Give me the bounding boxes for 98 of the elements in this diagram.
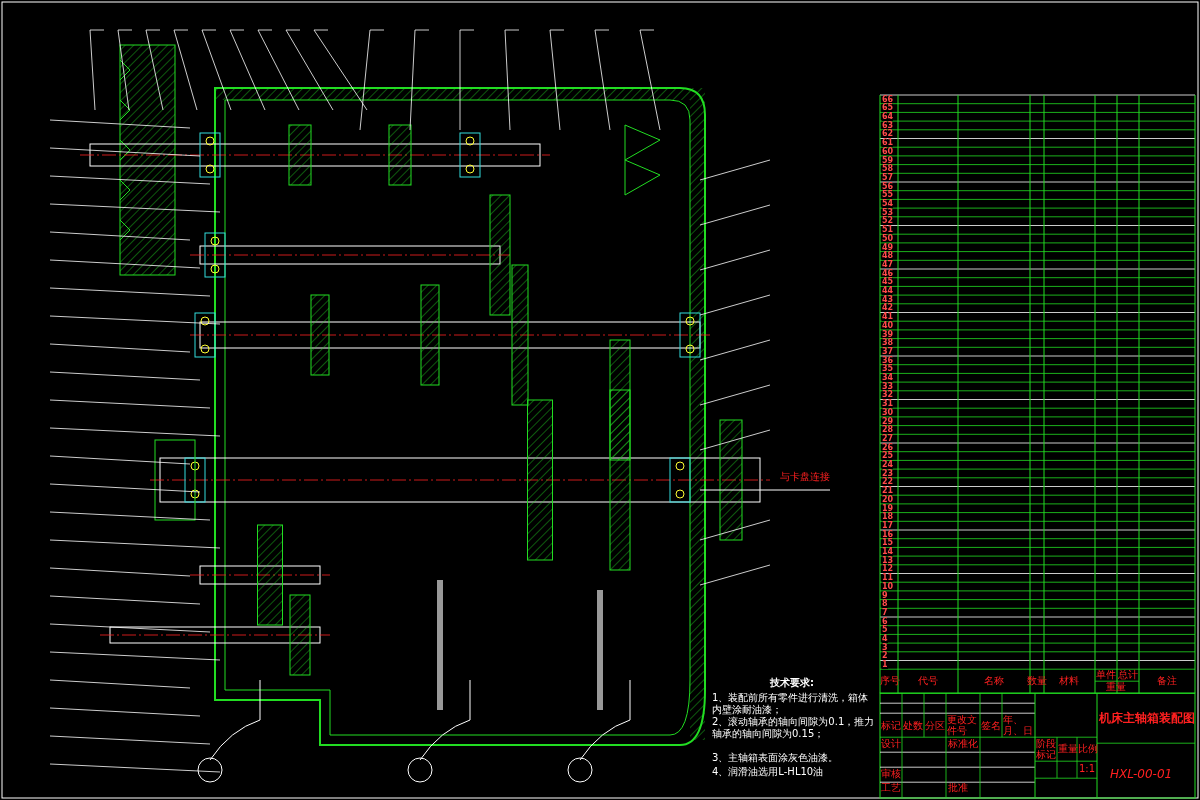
- table-cell: 17: [882, 521, 894, 530]
- table-cell: 25: [882, 452, 894, 460]
- title-block-cell: 处数: [903, 720, 924, 732]
- title-block-cell: 标记: [881, 720, 902, 732]
- table-cell: 40: [882, 321, 894, 330]
- table-cell: 28: [882, 426, 894, 434]
- table-header: 单件: [1096, 670, 1116, 681]
- table-cell: 60: [882, 147, 894, 156]
- table-cell: 52: [882, 217, 894, 225]
- title-block-cell: 阶段标记: [1036, 738, 1057, 761]
- table-cell: 9: [882, 591, 888, 599]
- table-cell: 31: [882, 400, 894, 408]
- table-cell: 22: [882, 478, 894, 486]
- note-text: 2、滚动轴承的轴向间隙为0.1，推力轴承的轴向间隙为0.15；: [712, 716, 876, 739]
- table-header: 总计: [1118, 670, 1138, 681]
- title-block-cell: 签名: [981, 720, 1002, 732]
- table-cell: 16: [882, 530, 894, 539]
- table-header: 数量: [1027, 676, 1047, 687]
- table-cell: 47: [882, 260, 894, 269]
- table-cell: 58: [882, 165, 894, 173]
- title-block-cell: 年、月、日: [1003, 714, 1034, 737]
- table-cell: 65: [882, 104, 894, 112]
- table-cell: 6: [882, 617, 888, 626]
- title-block-cell: 审核: [881, 769, 901, 780]
- table-cell: 59: [882, 156, 894, 164]
- table-cell: 29: [882, 417, 894, 425]
- table-cell: 3: [882, 643, 888, 652]
- table-cell: 44: [882, 287, 894, 295]
- table-cell: 46: [882, 269, 894, 278]
- table-cell: 26: [882, 443, 894, 452]
- table-cell: 34: [882, 374, 894, 382]
- table-cell: 42: [882, 304, 894, 312]
- table-cell: 14: [882, 548, 894, 556]
- table-cell: 33: [882, 382, 894, 391]
- table-header: 备注: [1157, 676, 1177, 687]
- table-header: 重量: [1106, 682, 1126, 693]
- table-cell: 13: [882, 556, 894, 565]
- title-block-cell: 1:1: [1079, 764, 1096, 775]
- title-block-cell: 设计: [881, 739, 901, 750]
- table-cell: 23: [882, 469, 894, 478]
- note-text: 3、主轴箱表面涂灰色油漆。: [712, 752, 840, 764]
- title-block-cell: 标准化: [948, 739, 978, 750]
- title-block-cell: 比例: [1078, 744, 1098, 755]
- table-cell: 50: [882, 234, 894, 243]
- table-cell: 2: [882, 652, 888, 660]
- table-cell: 53: [882, 208, 894, 217]
- table-cell: 35: [882, 365, 894, 373]
- table-cell: 51: [882, 226, 894, 234]
- annotation-text: 与卡盘连接: [780, 472, 830, 482]
- table-cell: 39: [882, 330, 894, 338]
- table-cell: 38: [882, 339, 894, 347]
- drawing-number: HXL-00-01: [1110, 768, 1173, 781]
- title-block-cell: 工艺: [881, 783, 901, 794]
- note-text: 1、装配前所有零件进行清洗，箱体内壁涂耐油漆；: [712, 692, 870, 715]
- table-cell: 54: [882, 200, 894, 208]
- table-cell: 5: [882, 626, 888, 634]
- table-cell: 20: [882, 495, 894, 504]
- table-cell: 27: [882, 434, 894, 443]
- table-header: 材料: [1059, 676, 1079, 687]
- table-cell: 66: [882, 95, 894, 104]
- table-cell: 19: [882, 504, 894, 512]
- table-cell: 56: [882, 182, 894, 191]
- table-cell: 41: [882, 313, 894, 321]
- table-cell: 62: [882, 130, 894, 138]
- note-text: 4、润滑油选用L-HL10油: [712, 766, 825, 778]
- title-block-cell-text: 更改文件号: [947, 714, 978, 737]
- table-cell: 18: [882, 513, 894, 521]
- table-cell: 45: [882, 278, 894, 286]
- title-block-cell: 批准: [948, 783, 968, 794]
- table-cell: 36: [882, 356, 894, 365]
- table-cell: 15: [882, 539, 894, 547]
- table-cell: 63: [882, 121, 894, 130]
- drawing-title: 机床主轴箱装配图: [1099, 712, 1195, 725]
- table-cell: 61: [882, 139, 894, 147]
- table-cell: 48: [882, 252, 894, 260]
- table-cell: 49: [882, 243, 894, 251]
- table-cell: 55: [882, 191, 894, 199]
- table-cell: 32: [882, 391, 894, 399]
- table-cell: 24: [882, 461, 894, 469]
- table-cell: 43: [882, 295, 894, 304]
- table-cell: 8: [882, 600, 888, 608]
- table-cell: 10: [882, 582, 894, 591]
- table-cell: 30: [882, 408, 894, 417]
- title-block-cell: 重量: [1058, 744, 1078, 755]
- table-cell: 12: [882, 565, 894, 573]
- table-header: 名称: [984, 676, 1004, 687]
- table-cell: 1: [882, 661, 888, 669]
- table-cell: 11: [882, 574, 894, 582]
- table-cell: 64: [882, 113, 894, 121]
- table-cell: 21: [882, 487, 894, 495]
- table-header: 序号: [880, 676, 900, 687]
- table-cell: 37: [882, 347, 894, 356]
- table-cell: 57: [882, 173, 894, 182]
- notes-heading: 技术要求:: [770, 678, 814, 688]
- table-cell: 4: [882, 635, 888, 643]
- table-header: 代号: [918, 676, 938, 687]
- title-block-cell: 分区: [925, 720, 946, 732]
- table-cell: 7: [882, 608, 888, 617]
